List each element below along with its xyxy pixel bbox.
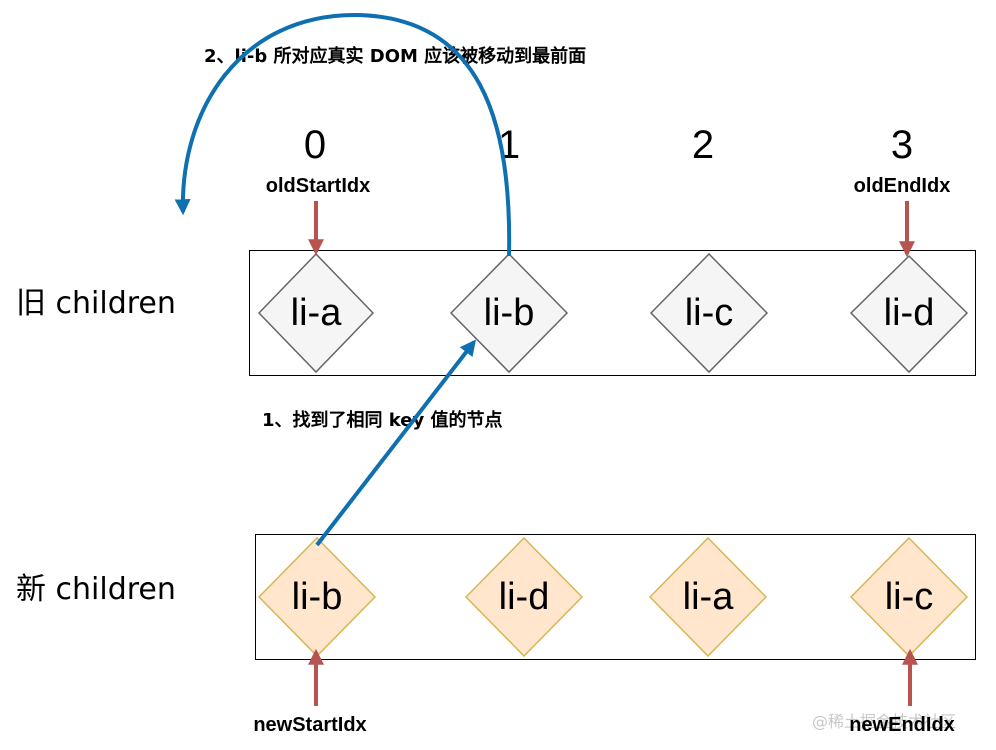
old-node-label: li-c: [684, 292, 734, 334]
new-end-pointer-label: newEndIdx: [849, 714, 955, 736]
watermark: @稀土掘金技术社区: [812, 712, 957, 731]
old-index-3: 3: [890, 123, 914, 167]
old-index-2: 2: [691, 123, 715, 167]
old-end-pointer-label: oldEndIdx: [853, 175, 951, 197]
match-arrow: [315, 339, 476, 547]
old-index-0: 0: [303, 123, 327, 167]
new-node-label: li-d: [498, 576, 550, 618]
new-node-label: li-c: [884, 576, 934, 618]
old-node-li-c: [649, 252, 769, 374]
old-children-label: 旧 children: [16, 286, 176, 321]
old-node-label: li-b: [483, 292, 535, 334]
new-node-li-d: [464, 536, 584, 658]
new-children-label: 新 children: [16, 572, 176, 607]
old-node-label: li-d: [883, 292, 935, 334]
new-start-pointer-label: newStartIdx: [253, 714, 367, 736]
old-node-li-d: [849, 254, 969, 374]
move-to-front-arrow: [174, 12, 512, 257]
old-node-li-a: [257, 252, 375, 374]
new-node-label: li-a: [682, 576, 734, 618]
step1-annotation: 1、找到了相同 key 值的节点: [262, 410, 503, 431]
step2-annotation: 2、li-b 所对应真实 DOM 应该被移动到最前面: [204, 46, 587, 67]
old-node-li-b: [449, 252, 569, 374]
old-node-label: li-a: [290, 292, 342, 334]
new-node-li-a: [648, 536, 768, 658]
old-start-pointer-label: oldStartIdx: [265, 175, 371, 197]
new-node-label: li-b: [291, 576, 343, 618]
